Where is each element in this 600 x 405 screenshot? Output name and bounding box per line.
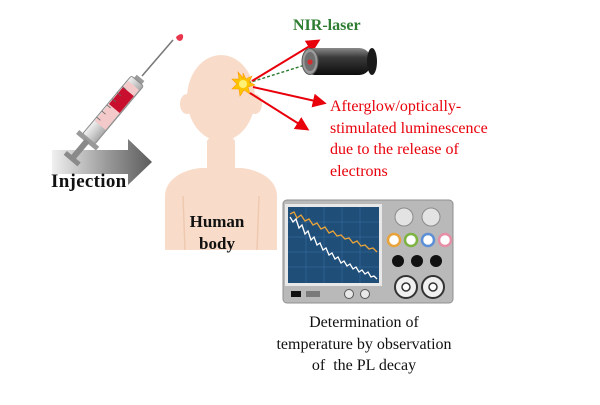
determination-line-1: Determination of xyxy=(309,314,419,331)
determination-line-3: of the PL decay xyxy=(311,357,417,374)
pl-decay-trace-white xyxy=(289,216,378,280)
injection-label: Injection xyxy=(51,171,127,192)
afterglow-line-4: electrons xyxy=(330,162,388,180)
human-body-line-2: body xyxy=(199,234,235,253)
afterglow-label: Afterglow/optically- stimulated luminesc… xyxy=(330,96,570,182)
human-body-line-1: Human xyxy=(189,212,245,231)
emission-arrows xyxy=(249,39,327,131)
human-silhouette-icon xyxy=(165,55,277,251)
flash-icon xyxy=(231,70,256,97)
determination-label: Determination of temperature by observat… xyxy=(246,312,482,377)
laser-pointer-icon xyxy=(301,48,377,75)
syringe-icon xyxy=(63,34,184,167)
afterglow-line-1: Afterglow/optically- xyxy=(330,98,462,115)
oscilloscope-icon xyxy=(282,199,454,304)
nir-laser-label: NIR-laser xyxy=(293,17,361,34)
determination-line-2: temperature by observation xyxy=(276,335,452,353)
afterglow-line-3: due to the release of xyxy=(330,141,459,158)
pl-decay-trace-orange xyxy=(289,211,378,253)
human-body-label: Human body xyxy=(180,211,254,255)
laser-beam xyxy=(247,64,306,84)
afterglow-line-2: stimulated luminescence xyxy=(330,119,488,137)
